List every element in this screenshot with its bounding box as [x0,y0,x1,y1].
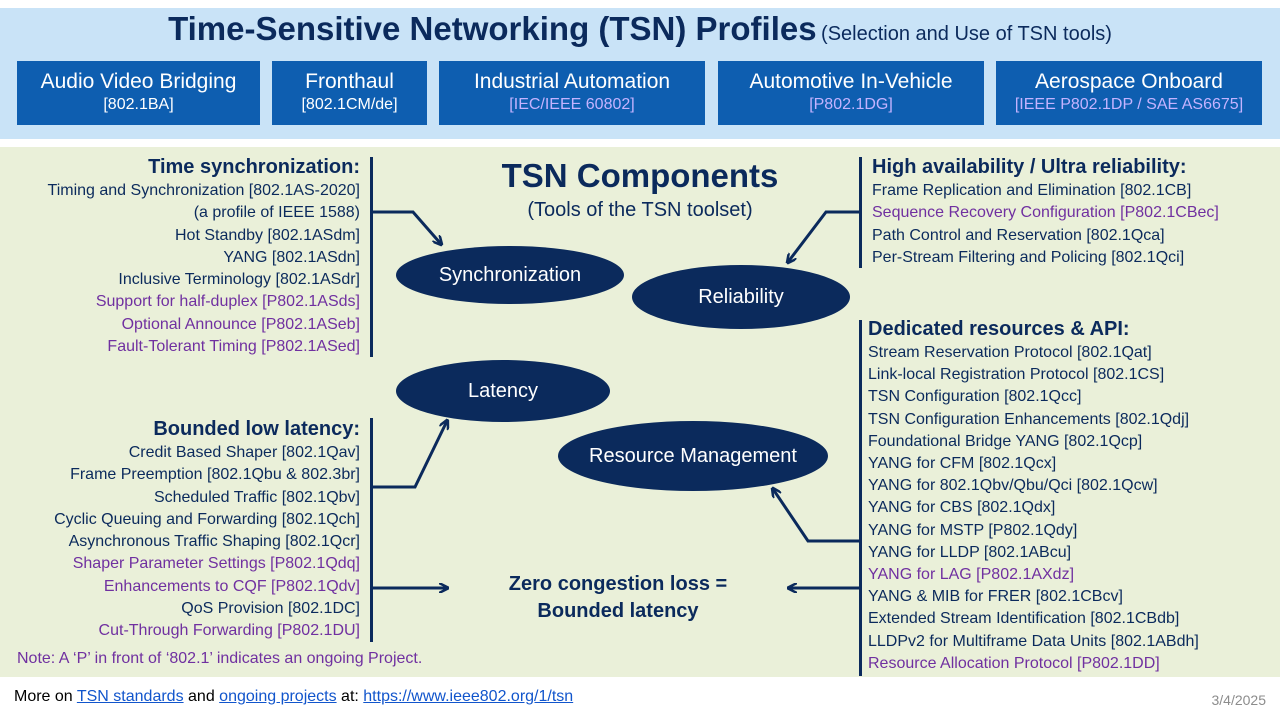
zero-congestion-text: Zero congestion loss = Bounded latency [488,571,748,625]
list-item: Support for half-duplex [P802.1ASds] [95,293,360,311]
time-sync-block: Time synchronization: Timing and Synchro… [48,154,360,358]
reliability-list: Frame Replication and Elimination [802.1… [872,180,1219,269]
list-item: Hot Standby [802.1ASdm] [175,226,360,244]
list-item: TSN Configuration Enhancements [802.1Qdj… [868,410,1190,428]
profile-std: [IEEE P802.1DP / SAE AS6675] [1014,96,1244,113]
link-tsn-url[interactable]: https://www.ieee802.org/1/tsn [363,688,574,705]
zero-line2: Bounded latency [537,600,699,622]
ellipse-reliability: Reliability [632,265,850,329]
list-item: (a profile of IEEE 1588) [193,204,360,222]
time-sync-list: Timing and Synchronization [802.1AS-2020… [48,180,360,358]
components-subtitle: (Tools of the TSN toolset) [527,199,753,221]
list-item: YANG for 802.1Qbv/Qbu/Qci [802.1Qcw] [868,477,1158,495]
profile-std: [802.1BA] [103,96,174,113]
profile-name: Aerospace Onboard [1035,70,1223,93]
resources-heading: Dedicated resources & API: [868,318,1130,340]
list-item: Cyclic Queuing and Forwarding [802.1Qch] [54,510,360,528]
profile-industrial: Industrial Automation [IEC/IEEE 60802] [439,61,705,125]
time-sync-heading: Time synchronization: [148,156,360,178]
resources-list: Stream Reservation Protocol [802.1Qat] Li… [868,342,1199,675]
profile-name: Fronthaul [305,70,394,93]
latency-list: Credit Based Shaper [802.1Qav] Frame Pree… [54,442,360,643]
resources-bracket [859,320,862,676]
list-item: YANG for MSTP [P802.1Qdy] [868,521,1078,539]
time-sync-bracket [370,157,373,357]
title-main: Time-Sensitive Networking (TSN) Profiles [168,10,817,47]
profile-name: Automotive In-Vehicle [749,70,953,93]
reliability-heading: High availability / Ultra reliability: [872,156,1187,178]
footer-and: and [183,688,220,705]
arrow-to-latency [372,421,447,489]
list-item: Resource Allocation Protocol [P802.1DD] [868,654,1160,672]
profile-std: [IEC/IEEE 60802] [509,96,635,113]
profile-std: [802.1CM/de] [301,96,398,113]
list-item: Cut-Through Forwarding [P802.1DU] [98,622,360,640]
list-item: YANG & MIB for FRER [802.1CBcv] [868,588,1123,606]
link-tsn-standards[interactable]: TSN standards [76,688,184,705]
list-item: YANG for LLDP [802.1ABcu] [868,543,1072,561]
list-item: QoS Provision [802.1DC] [181,600,360,618]
footer-at: at: [336,688,364,705]
reliability-bracket [859,157,862,268]
profile-aerospace: Aerospace Onboard [IEEE P802.1DP / SAE A… [996,61,1262,125]
ellipse-latency: Latency [396,360,610,422]
resources-block: Dedicated resources & API: Stream Reserv… [868,316,1199,675]
list-item: Optional Announce [P802.1ASeb] [121,315,360,333]
latency-heading: Bounded low latency: [153,418,360,440]
arrow-to-synchronization [372,210,441,244]
list-item: Asynchronous Traffic Shaping [802.1Qcr] [68,533,360,551]
list-item: Sequence Recovery Configuration [P802.1C… [872,204,1219,222]
list-item: Per-Stream Filtering and Policing [802.1… [872,248,1185,266]
list-item: YANG [802.1ASdn] [223,248,360,266]
list-item: Inclusive Terminology [802.1ASdr] [118,271,360,289]
arrow-to-reliability [788,210,859,262]
ellipse-synchronization: Synchronization [396,246,624,304]
zero-line1: Zero congestion loss = [508,573,728,595]
profile-std: [P802.1DG] [809,96,893,113]
list-item: Fault-Tolerant Timing [P802.1ASed] [107,338,360,356]
page-title: Time-Sensitive Networking (TSN) Profiles… [0,10,1280,48]
list-item: Frame Replication and Elimination [802.1… [872,182,1192,199]
profile-fronthaul: Fronthaul [802.1CM/de] [272,61,427,125]
components-title-block: TSN Components (Tools of the TSN toolset… [490,154,790,222]
reliability-block: High availability / Ultra reliability: F… [872,154,1219,269]
ongoing-note: Note: A ‘P’ in front of ‘802.1’ indicate… [17,650,423,667]
profile-name: Industrial Automation [473,70,671,93]
profile-name: Audio Video Bridging [40,70,237,93]
list-item: Shaper Parameter Settings [P802.1Qdq] [72,555,360,573]
list-item: TSN Configuration [802.1Qcc] [868,388,1082,406]
components-title: TSN Components [501,157,779,194]
list-item: Frame Preemption [802.1Qbu & 802.3br] [70,466,360,484]
list-item: Enhancements to CQF [P802.1Qdv] [103,577,360,595]
profile-avb: Audio Video Bridging [802.1BA] [17,61,260,125]
ellipse-resource-management: Resource Management [558,421,828,491]
list-item: LLDPv2 for Multiframe Data Units [802.1A… [868,632,1199,650]
list-item: Credit Based Shaper [802.1Qav] [128,444,360,461]
list-item: Link-local Registration Protocol [802.1C… [868,366,1165,384]
link-ongoing-projects[interactable]: ongoing projects [219,688,337,705]
profile-automotive: Automotive In-Vehicle [P802.1DG] [718,61,984,125]
latency-block: Bounded low latency: Credit Based Shaper… [54,416,360,643]
latency-bracket [370,418,373,642]
footer-prefix: More on [14,688,77,705]
list-item: Timing and Synchronization [802.1AS-2020… [47,182,360,199]
components-band [0,147,1280,677]
footer: More on TSN standards and ongoing projec… [14,688,573,706]
list-item: YANG for CBS [802.1Qdx] [868,499,1056,517]
list-item: Stream Reservation Protocol [802.1Qat] [868,344,1152,361]
list-item: Path Control and Reservation [802.1Qca] [872,226,1165,244]
list-item: Scheduled Traffic [802.1Qbv] [153,488,360,506]
list-item: Foundational Bridge YANG [802.1Qcp] [868,432,1143,450]
list-item: YANG for CFM [802.1Qcx] [868,455,1057,473]
title-sub: (Selection and Use of TSN tools) [821,23,1112,45]
date-stamp: 3/4/2025 [1211,692,1267,708]
list-item: YANG for LAG [P802.1AXdz] [868,566,1075,584]
arrow-to-resource-management [773,489,859,543]
list-item: Extended Stream Identification [802.1CBd… [868,610,1180,628]
